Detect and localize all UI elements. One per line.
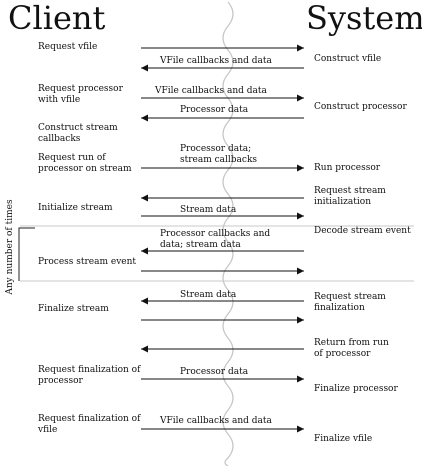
client-step: Request vfile: [38, 42, 98, 52]
message-arrow: [141, 94, 304, 102]
message-arrow: [141, 64, 304, 72]
system-step: Run processor: [314, 163, 381, 173]
client-step: Request run of processor on stream: [38, 153, 132, 174]
message-arrow: [141, 44, 304, 52]
message-arrow: [141, 425, 304, 433]
client-title: Client: [8, 0, 106, 37]
message-arrow: [141, 345, 304, 353]
message-label: Processor callbacks and data; stream dat…: [160, 229, 271, 250]
loop-label: Any number of times: [5, 199, 15, 295]
arrowhead: [141, 194, 148, 202]
message-arrow: [141, 164, 304, 172]
message-arrow: [141, 316, 304, 324]
arrowhead: [297, 267, 304, 275]
client-step: Request finalization of vfile: [38, 414, 141, 435]
system-step: Finalize processor: [314, 384, 398, 394]
message-label: Stream data: [180, 205, 237, 215]
arrowhead: [297, 94, 304, 102]
arrowhead: [141, 345, 148, 353]
message-arrow: [141, 114, 304, 122]
message-label: Stream data: [180, 290, 237, 300]
system-step: Finalize vfile: [314, 434, 373, 444]
arrowhead: [297, 212, 304, 220]
message-label: Processor data: [180, 367, 249, 377]
client-step: Initialize stream: [38, 203, 113, 213]
wavy-divider: [222, 1, 234, 466]
message-label: Processor data: [180, 105, 249, 115]
system-step: Decode stream event: [314, 226, 411, 236]
arrowhead: [297, 375, 304, 383]
arrowhead: [141, 247, 148, 255]
system-step: Request stream initialization: [314, 186, 386, 207]
message-arrow: [141, 247, 304, 255]
message-label: VFile callbacks and data: [160, 56, 272, 66]
system-step: Construct vfile: [314, 54, 382, 64]
arrowhead: [141, 297, 148, 305]
message-arrow: [141, 194, 304, 202]
message-label: VFile callbacks and data: [155, 86, 267, 96]
message-label: VFile callbacks and data: [160, 416, 272, 426]
loop-bracket: [18, 227, 35, 281]
arrowhead: [297, 164, 304, 172]
client-step: Request processor with vfile: [38, 84, 123, 105]
client-step: Request finalization of processor: [38, 365, 141, 386]
arrowhead: [297, 316, 304, 324]
client-step: Construct stream callbacks: [38, 123, 118, 144]
arrowhead: [141, 114, 148, 122]
system-title: System: [306, 0, 422, 37]
message-arrow: [141, 212, 304, 220]
arrowhead: [297, 425, 304, 433]
system-step: Return from run of processor: [314, 338, 389, 359]
message-arrow: [141, 375, 304, 383]
client-step: Finalize stream: [38, 304, 109, 314]
message-arrows: [141, 44, 304, 433]
message-arrow: [141, 297, 304, 305]
system-step: Request stream finalization: [314, 292, 386, 313]
arrowhead: [297, 44, 304, 52]
client-step: Process stream event: [38, 257, 137, 267]
message-label: Processor data; stream callbacks: [180, 144, 258, 165]
system-step: Construct processor: [314, 102, 407, 112]
message-arrow: [141, 267, 304, 275]
arrowhead: [141, 64, 148, 72]
